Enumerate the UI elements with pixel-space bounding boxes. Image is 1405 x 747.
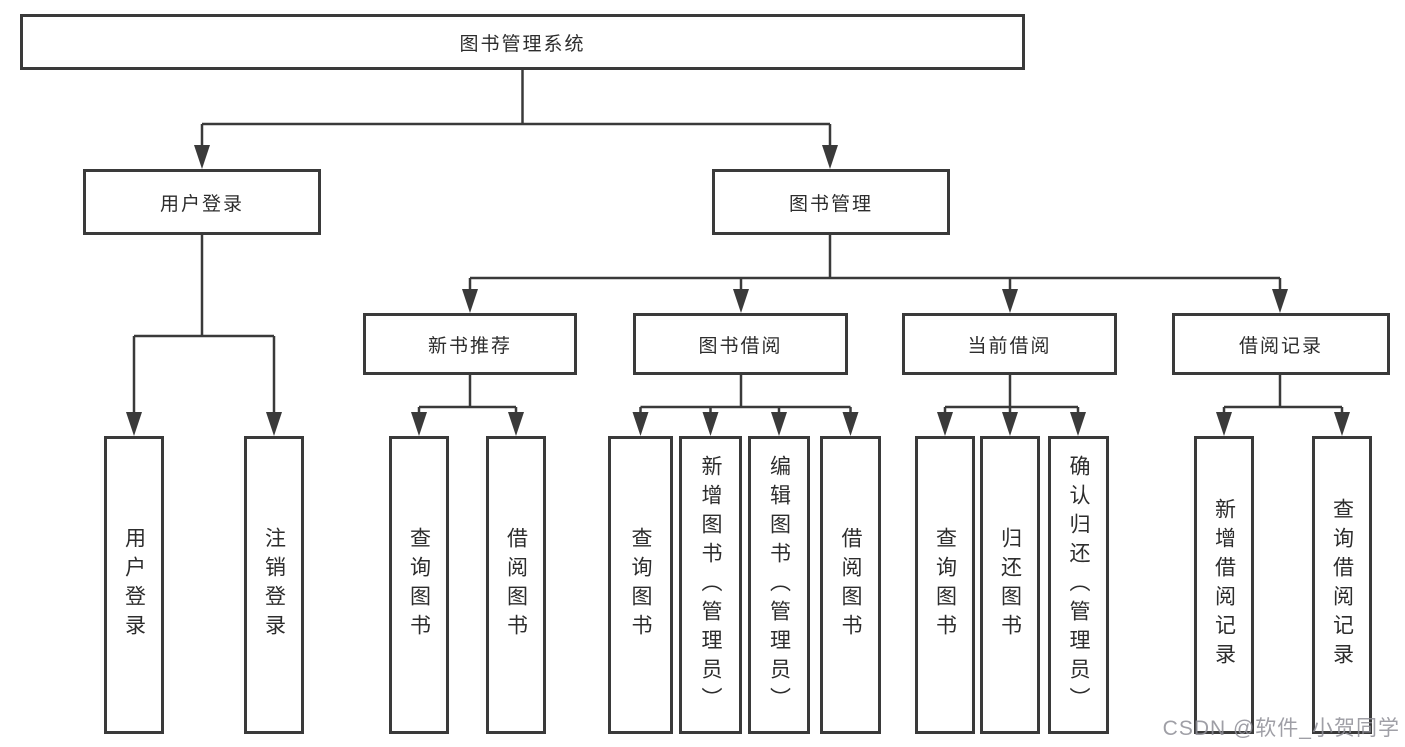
node-query-borrow-record: 查询借阅记录 — [1312, 436, 1372, 734]
node-borrow-books-leaf: 借阅图书 — [820, 436, 881, 734]
node-query-books-current: 查询图书 — [915, 436, 975, 734]
node-edit-books-admin: 编辑图书（管理员） — [748, 436, 810, 734]
node-add-books-admin: 新增图书（管理员） — [679, 436, 742, 734]
node-borrow-books-recommend: 借阅图书 — [486, 436, 546, 734]
node-add-borrow-record: 新增借阅记录 — [1194, 436, 1254, 734]
node-new-book-recommendation: 新书推荐 — [363, 313, 577, 375]
node-logout: 注销登录 — [244, 436, 304, 734]
arrowheads — [126, 145, 1350, 436]
csdn-watermark: CSDN @软件_小贺同学 — [1162, 717, 1400, 740]
node-user-login-leaf: 用户登录 — [104, 436, 164, 734]
node-confirm-return-admin: 确认归还（管理员） — [1048, 436, 1109, 734]
node-query-books-borrowing: 查询图书 — [608, 436, 673, 734]
node-book-borrowing: 图书借阅 — [633, 313, 848, 375]
node-current-borrowing: 当前借阅 — [902, 313, 1117, 375]
node-borrowing-records: 借阅记录 — [1172, 313, 1390, 375]
node-return-books: 归还图书 — [980, 436, 1040, 734]
node-query-books-recommend: 查询图书 — [389, 436, 449, 734]
node-library-management-system: 图书管理系统 — [20, 14, 1025, 70]
node-book-management: 图书管理 — [712, 169, 950, 235]
node-user-login: 用户登录 — [83, 169, 321, 235]
